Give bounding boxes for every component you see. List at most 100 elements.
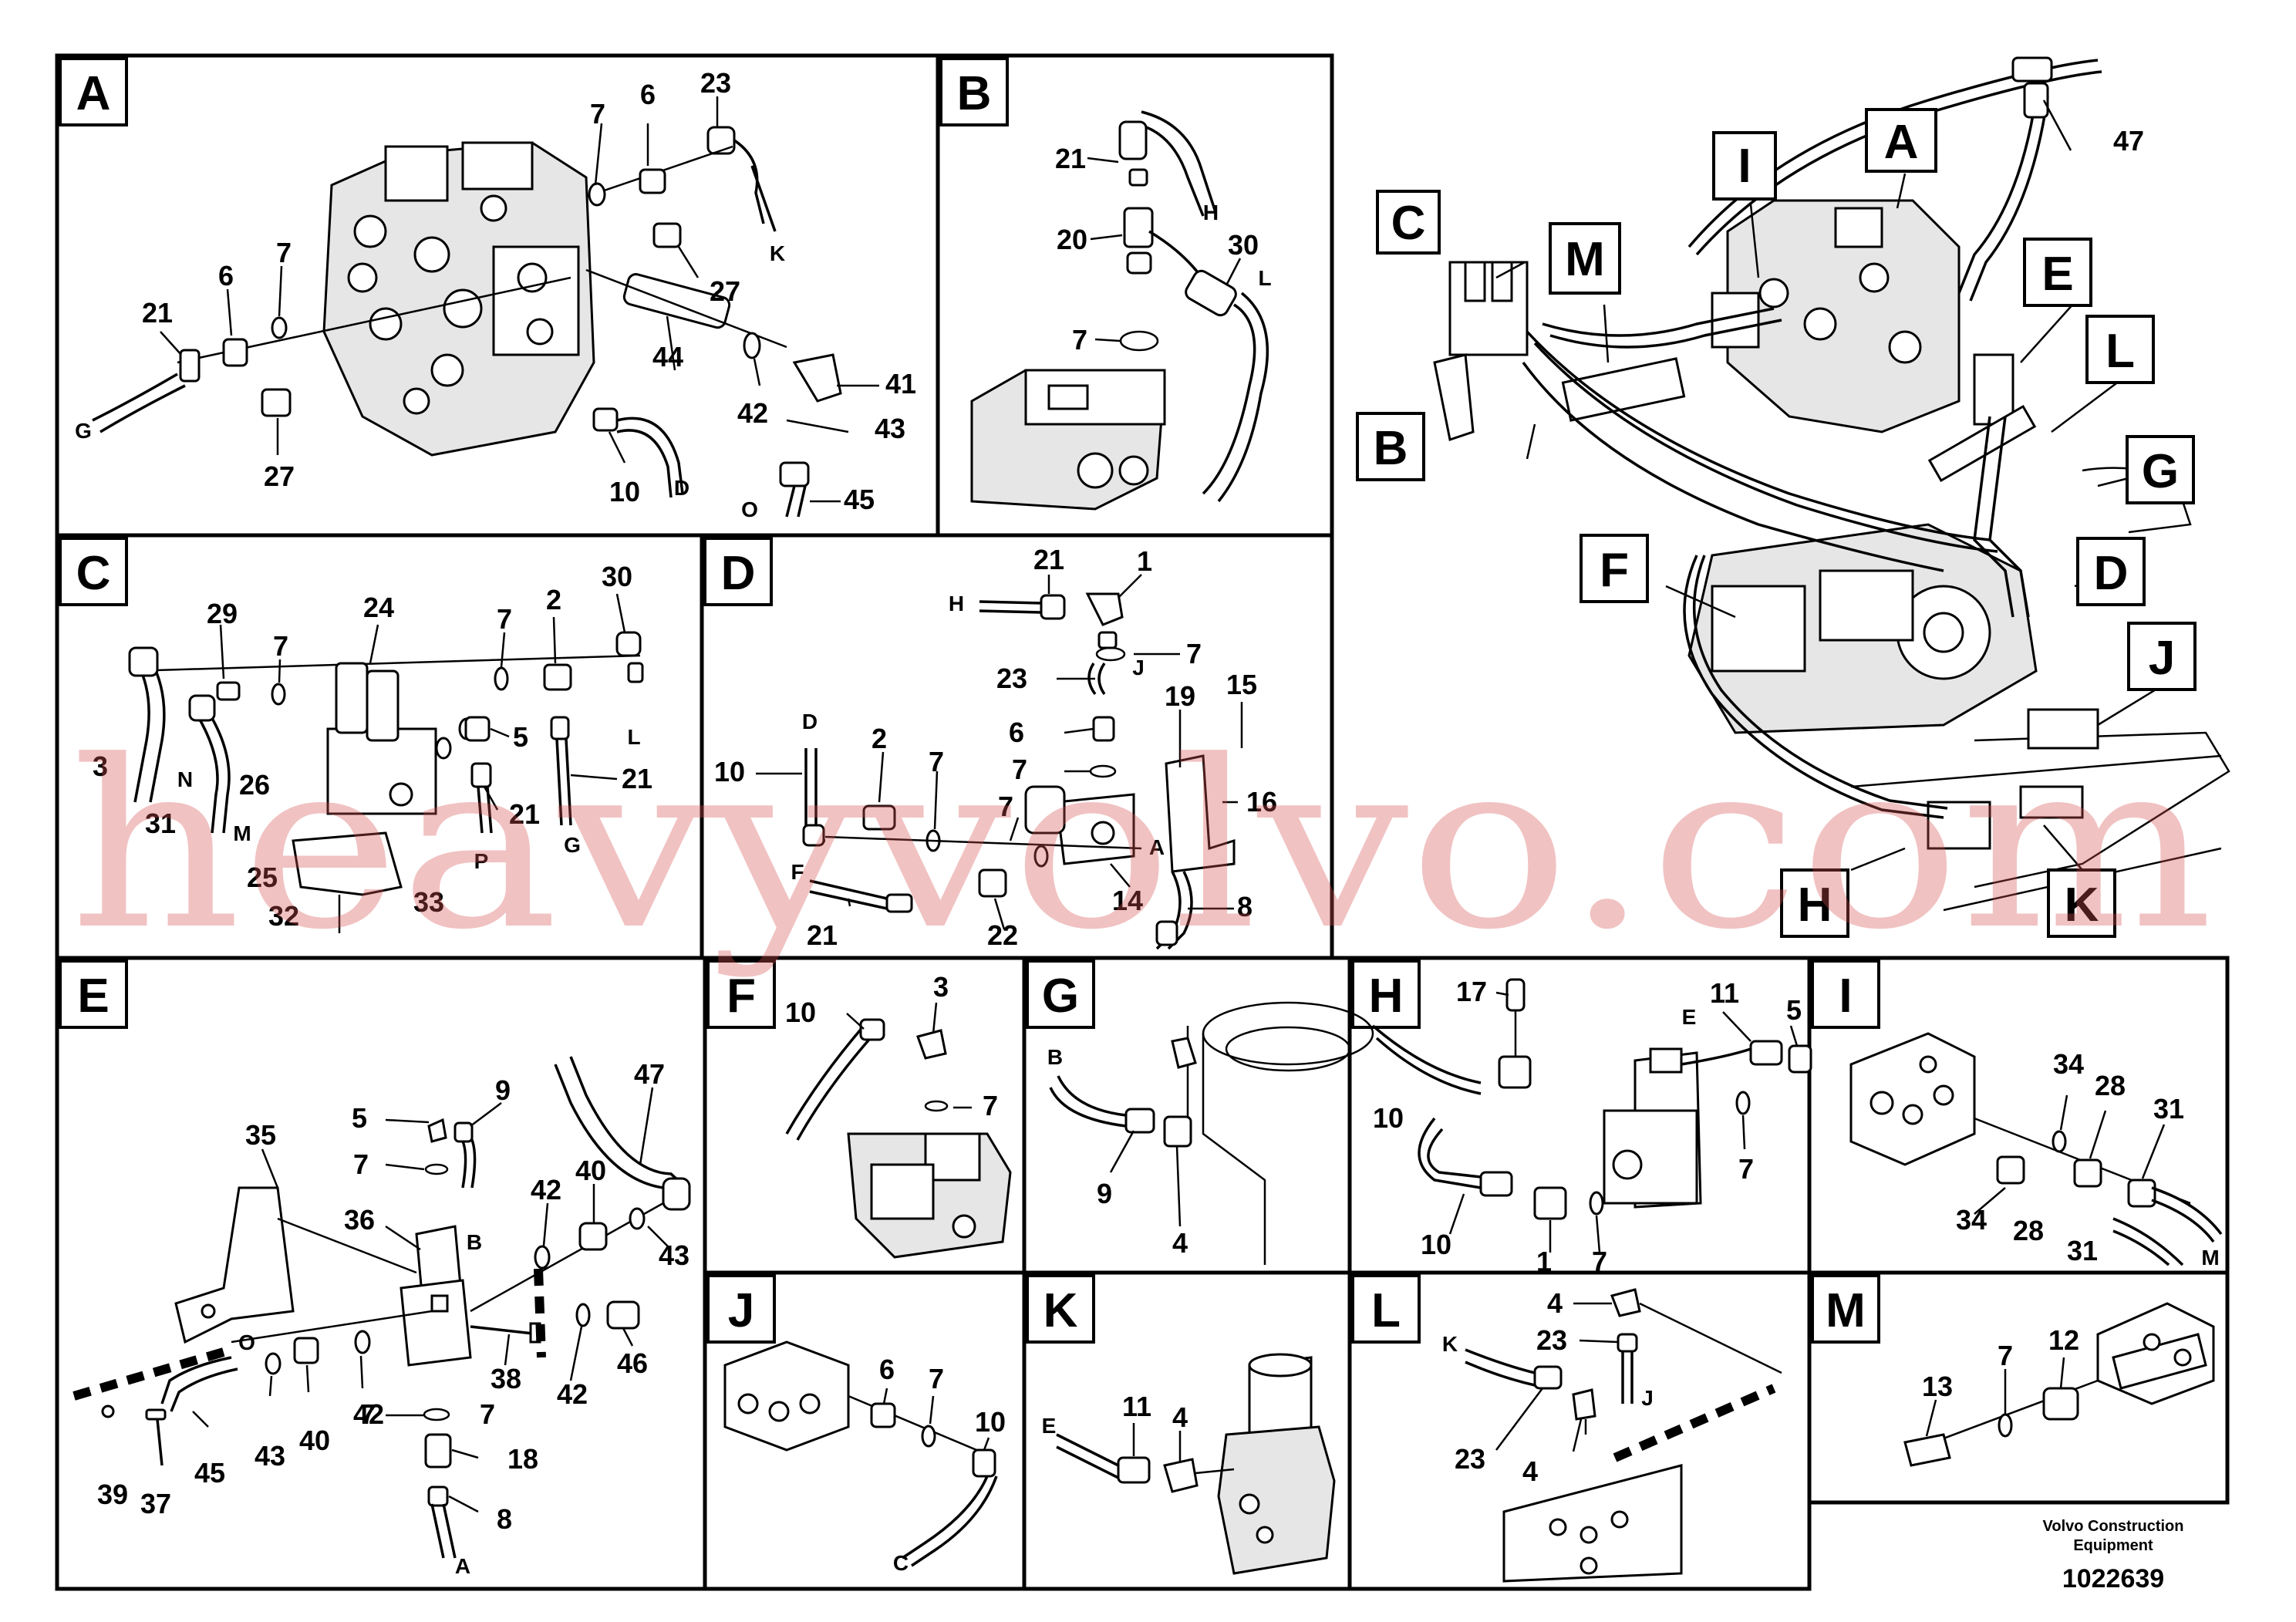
svg-text:28: 28 bbox=[2013, 1215, 2044, 1246]
svg-text:10: 10 bbox=[1421, 1229, 1451, 1260]
svg-text:14: 14 bbox=[1112, 885, 1143, 916]
svg-text:4: 4 bbox=[1172, 1401, 1188, 1433]
panel-i-drawing bbox=[1849, 1032, 2223, 1266]
overview-drawing bbox=[1433, 56, 2230, 912]
svg-text:E: E bbox=[2041, 248, 2073, 301]
panel-h-drawing bbox=[1371, 978, 1812, 1253]
overview-callout-d: D bbox=[2076, 537, 2146, 606]
svg-text:32: 32 bbox=[268, 900, 299, 932]
svg-text:F: F bbox=[727, 969, 756, 1023]
overview-callout-c: C bbox=[1376, 190, 1441, 255]
svg-text:35: 35 bbox=[245, 1119, 276, 1151]
svg-text:26: 26 bbox=[239, 769, 270, 801]
svg-text:7: 7 bbox=[1012, 754, 1027, 785]
svg-text:10: 10 bbox=[609, 476, 640, 508]
svg-text:7: 7 bbox=[273, 630, 288, 662]
panel-a-drawing bbox=[92, 96, 879, 518]
svg-text:22: 22 bbox=[987, 919, 1018, 951]
overview-callout-i: I bbox=[1712, 131, 1777, 201]
svg-text:28: 28 bbox=[2095, 1070, 2126, 1101]
svg-text:F: F bbox=[1600, 544, 1629, 597]
svg-text:8: 8 bbox=[497, 1503, 512, 1535]
svg-text:13: 13 bbox=[1922, 1371, 1953, 1402]
panel-label-j: J bbox=[706, 1274, 776, 1344]
panel-k-callouts: 11 4 E bbox=[1042, 1391, 1188, 1438]
panel-a-callouts: 23 6 7 7 6 21 27 44 41 42 43 45 27 10 K … bbox=[75, 67, 916, 521]
overview-callout-k: K bbox=[2047, 868, 2116, 938]
svg-text:G: G bbox=[2142, 445, 2179, 498]
panel-label-i: I bbox=[1811, 959, 1880, 1029]
svg-text:M: M bbox=[1565, 233, 1605, 286]
panel-label-m: M bbox=[1811, 1274, 1880, 1344]
svg-text:5: 5 bbox=[513, 721, 528, 753]
svg-text:B: B bbox=[1374, 422, 1408, 475]
panel-label-h: H bbox=[1351, 959, 1421, 1029]
svg-text:7: 7 bbox=[276, 237, 292, 268]
svg-text:1: 1 bbox=[1137, 545, 1152, 577]
svg-text:O: O bbox=[238, 1330, 255, 1354]
panel-h-callouts: 17 11 5 10 7 10 1 7 E bbox=[1373, 976, 1802, 1277]
svg-text:16: 16 bbox=[1246, 786, 1277, 818]
svg-text:2: 2 bbox=[872, 723, 887, 754]
svg-text:23: 23 bbox=[996, 663, 1027, 694]
svg-text:45: 45 bbox=[844, 484, 875, 515]
svg-text:A: A bbox=[1884, 116, 1919, 169]
panel-label-d: D bbox=[703, 537, 773, 606]
svg-text:43: 43 bbox=[875, 413, 905, 444]
svg-text:G: G bbox=[564, 833, 581, 857]
svg-text:C: C bbox=[76, 547, 111, 600]
svg-text:D: D bbox=[802, 710, 818, 733]
panel-c-drawing bbox=[128, 593, 644, 933]
svg-text:I: I bbox=[1839, 969, 1852, 1023]
svg-text:25: 25 bbox=[247, 862, 278, 893]
svg-text:5: 5 bbox=[1786, 994, 1802, 1026]
svg-text:17: 17 bbox=[1456, 976, 1487, 1007]
svg-text:L: L bbox=[1258, 266, 1271, 290]
panel-b-drawing bbox=[970, 110, 1269, 511]
svg-text:7: 7 bbox=[929, 746, 944, 777]
overview-callout-g: G bbox=[2126, 435, 2195, 504]
svg-text:43: 43 bbox=[255, 1440, 285, 1472]
svg-text:M: M bbox=[1826, 1284, 1866, 1337]
svg-text:A: A bbox=[76, 67, 111, 120]
svg-text:7: 7 bbox=[998, 791, 1013, 822]
svg-text:6: 6 bbox=[879, 1354, 895, 1385]
svg-text:21: 21 bbox=[622, 763, 652, 794]
svg-text:E: E bbox=[1042, 1414, 1057, 1438]
svg-text:10: 10 bbox=[1373, 1102, 1404, 1134]
panel-label-b: B bbox=[939, 57, 1009, 126]
panel-label-l: L bbox=[1351, 1274, 1421, 1344]
svg-text:D: D bbox=[674, 476, 689, 500]
svg-text:4: 4 bbox=[1547, 1287, 1563, 1319]
panel-c-callouts: 29 7 24 7 2 30 26 5 21 21 31 25 32 33 3 … bbox=[93, 561, 652, 932]
svg-text:18: 18 bbox=[507, 1443, 538, 1475]
svg-text:11: 11 bbox=[1710, 977, 1739, 1009]
svg-text:6: 6 bbox=[1009, 717, 1024, 748]
svg-text:42: 42 bbox=[531, 1174, 561, 1206]
svg-text:D: D bbox=[2094, 547, 2129, 600]
company-line-1: Volvo Construction bbox=[2043, 1518, 2184, 1535]
svg-text:A: A bbox=[1149, 835, 1165, 859]
svg-text:11: 11 bbox=[1122, 1391, 1151, 1422]
svg-text:7: 7 bbox=[1592, 1246, 1607, 1277]
svg-text:42: 42 bbox=[737, 397, 768, 429]
svg-text:42: 42 bbox=[353, 1398, 384, 1430]
svg-text:41: 41 bbox=[885, 368, 916, 400]
svg-text:B: B bbox=[957, 67, 992, 120]
svg-text:27: 27 bbox=[710, 275, 740, 307]
svg-text:H: H bbox=[1203, 201, 1219, 224]
svg-text:21: 21 bbox=[1033, 544, 1064, 575]
svg-text:21: 21 bbox=[509, 798, 540, 830]
panel-label-f: F bbox=[706, 959, 776, 1029]
overview-callout-m: M bbox=[1549, 222, 1621, 295]
svg-text:3: 3 bbox=[93, 750, 108, 782]
svg-text:21: 21 bbox=[1055, 143, 1086, 174]
svg-text:I: I bbox=[1738, 140, 1751, 193]
svg-text:A: A bbox=[455, 1554, 470, 1578]
svg-text:J: J bbox=[2149, 632, 2175, 685]
svg-text:45: 45 bbox=[194, 1457, 225, 1489]
svg-text:10: 10 bbox=[714, 756, 745, 787]
overview-callouts: C M I A 47 E L G B F D J H K bbox=[1356, 108, 2197, 938]
svg-text:5: 5 bbox=[352, 1102, 367, 1134]
